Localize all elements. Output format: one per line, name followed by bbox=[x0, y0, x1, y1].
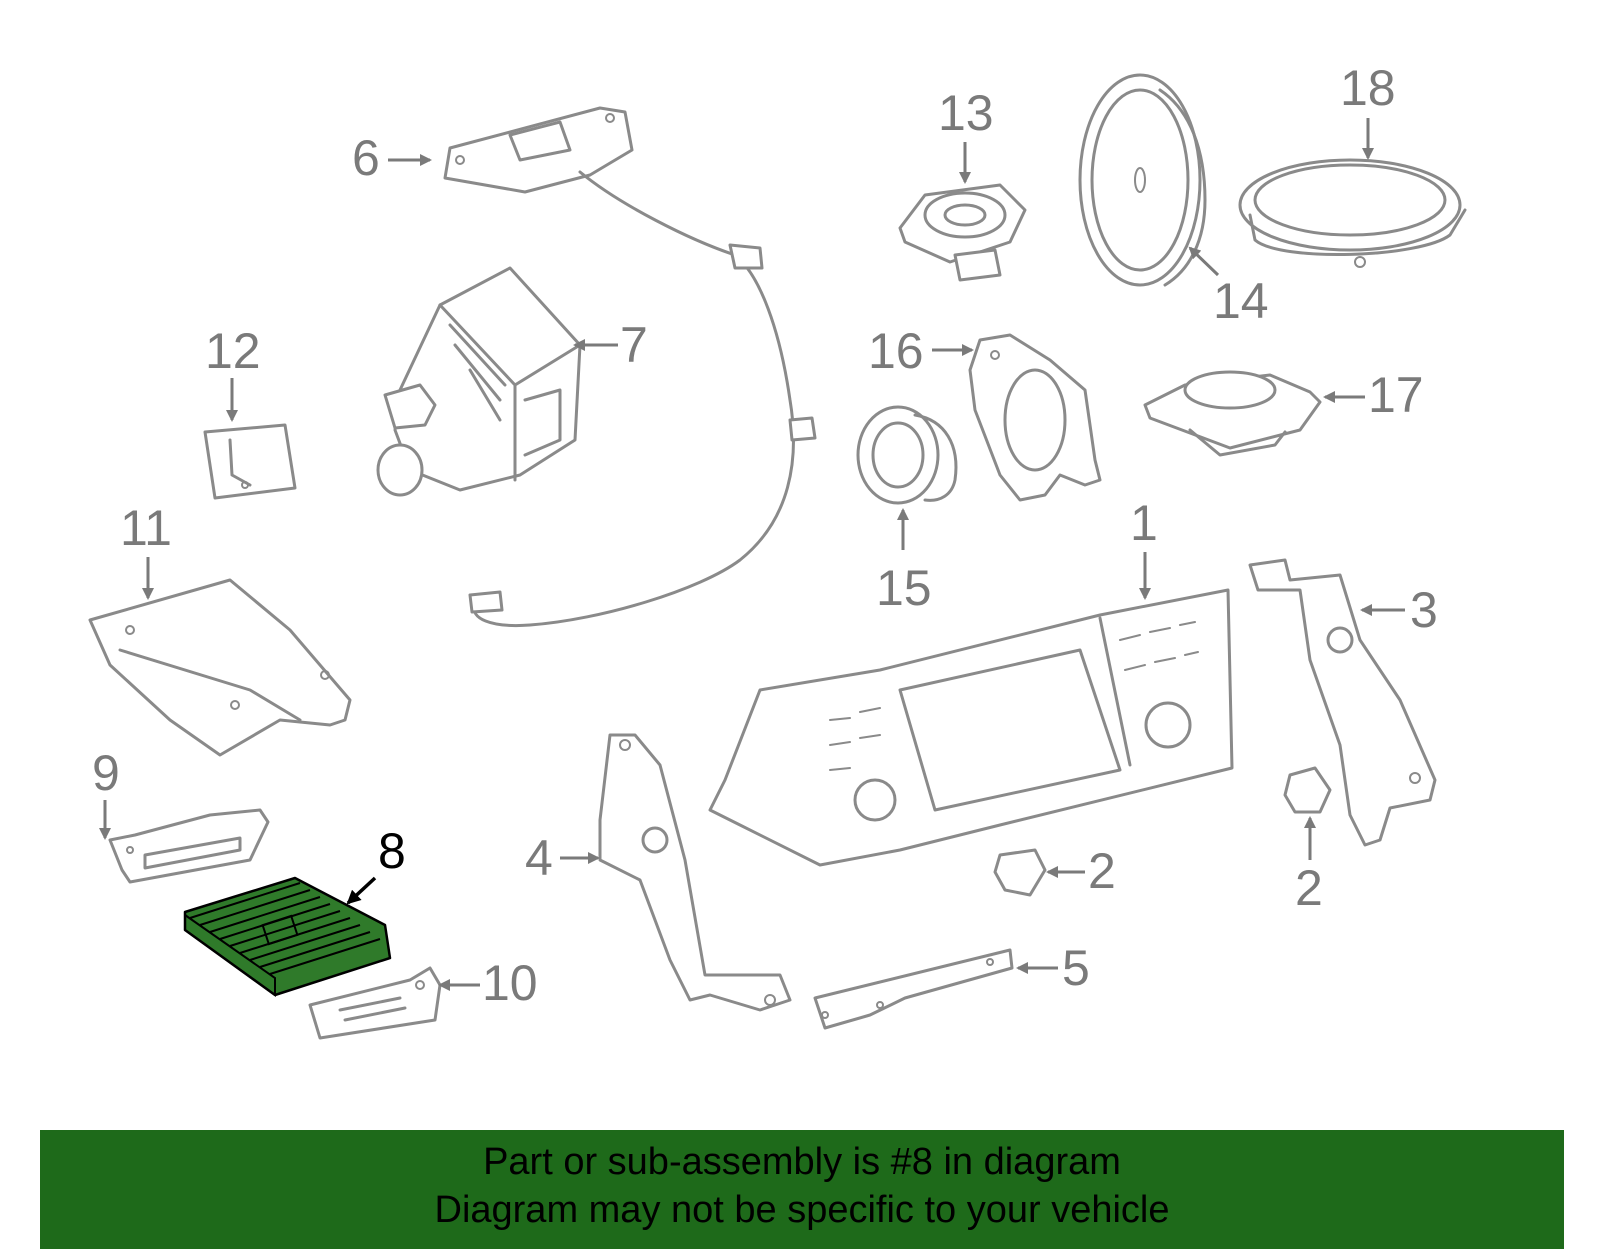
banner-line-2: Diagram may not be specific to your vehi… bbox=[434, 1189, 1170, 1231]
callout-6: 6 bbox=[352, 130, 432, 186]
callout-14: 14 bbox=[1188, 246, 1269, 329]
part-6-bracket bbox=[443, 106, 817, 628]
part-17-speaker bbox=[1143, 370, 1322, 457]
callout-12: 12 bbox=[205, 323, 261, 422]
part-12-module bbox=[203, 423, 297, 500]
part-5-bracket bbox=[813, 948, 1014, 1030]
callout-3: 3 bbox=[1360, 582, 1438, 638]
callout-9: 9 bbox=[92, 745, 120, 840]
svg-text:10: 10 bbox=[482, 955, 538, 1011]
banner-line-1: Part or sub-assembly is #8 in diagram bbox=[483, 1141, 1121, 1183]
callout-18: 18 bbox=[1340, 60, 1396, 160]
svg-text:2: 2 bbox=[1295, 860, 1323, 916]
svg-text:2: 2 bbox=[1088, 843, 1116, 899]
parts-diagram: 1 2 2 3 4 5 6 7 9 10 11 12 bbox=[88, 60, 1467, 1040]
part-1-display-panel bbox=[708, 588, 1234, 867]
callout-15: 15 bbox=[876, 508, 932, 616]
part-13-tweeter bbox=[898, 183, 1027, 282]
svg-text:16: 16 bbox=[868, 323, 924, 379]
info-banner: Part or sub-assembly is #8 in diagram Di… bbox=[40, 1130, 1564, 1249]
part-2-cap-a bbox=[993, 848, 1047, 897]
part-15-speaker bbox=[856, 405, 958, 505]
svg-text:17: 17 bbox=[1368, 367, 1424, 423]
callout-4: 4 bbox=[525, 830, 600, 886]
callout-17: 17 bbox=[1323, 367, 1424, 423]
svg-text:18: 18 bbox=[1340, 60, 1396, 116]
callout-7: 7 bbox=[573, 317, 648, 373]
part-9-bracket bbox=[108, 808, 270, 884]
svg-text:14: 14 bbox=[1213, 273, 1269, 329]
part-4-bracket bbox=[598, 733, 792, 1012]
callout-16: 16 bbox=[868, 323, 974, 379]
callout-1: 1 bbox=[1130, 495, 1158, 600]
svg-text:13: 13 bbox=[938, 85, 994, 141]
part-18-oval-speaker bbox=[1238, 158, 1467, 268]
svg-text:6: 6 bbox=[352, 130, 380, 186]
svg-text:11: 11 bbox=[120, 500, 172, 556]
part-7-head-unit bbox=[376, 266, 582, 497]
svg-text:8: 8 bbox=[378, 823, 406, 879]
svg-text:4: 4 bbox=[525, 830, 553, 886]
part-14-speaker bbox=[1078, 73, 1207, 287]
part-3-bracket bbox=[1248, 558, 1437, 847]
callout-11: 11 bbox=[120, 500, 172, 600]
svg-text:1: 1 bbox=[1130, 495, 1158, 551]
callout-8: 8 bbox=[346, 823, 406, 905]
callout-13: 13 bbox=[938, 85, 994, 184]
svg-text:3: 3 bbox=[1410, 582, 1438, 638]
svg-text:7: 7 bbox=[620, 317, 648, 373]
part-8-amplifier bbox=[183, 876, 392, 997]
callout-5: 5 bbox=[1016, 940, 1090, 996]
svg-text:9: 9 bbox=[92, 745, 120, 801]
callout-2a: 2 bbox=[1046, 843, 1116, 899]
part-11-cover bbox=[88, 578, 352, 757]
part-16-bracket bbox=[968, 333, 1102, 502]
part-2-cap-b bbox=[1283, 766, 1332, 814]
svg-text:15: 15 bbox=[876, 560, 932, 616]
svg-text:5: 5 bbox=[1062, 940, 1090, 996]
callout-10: 10 bbox=[438, 955, 538, 1011]
svg-text:12: 12 bbox=[205, 323, 261, 379]
callout-2b: 2 bbox=[1295, 816, 1323, 916]
